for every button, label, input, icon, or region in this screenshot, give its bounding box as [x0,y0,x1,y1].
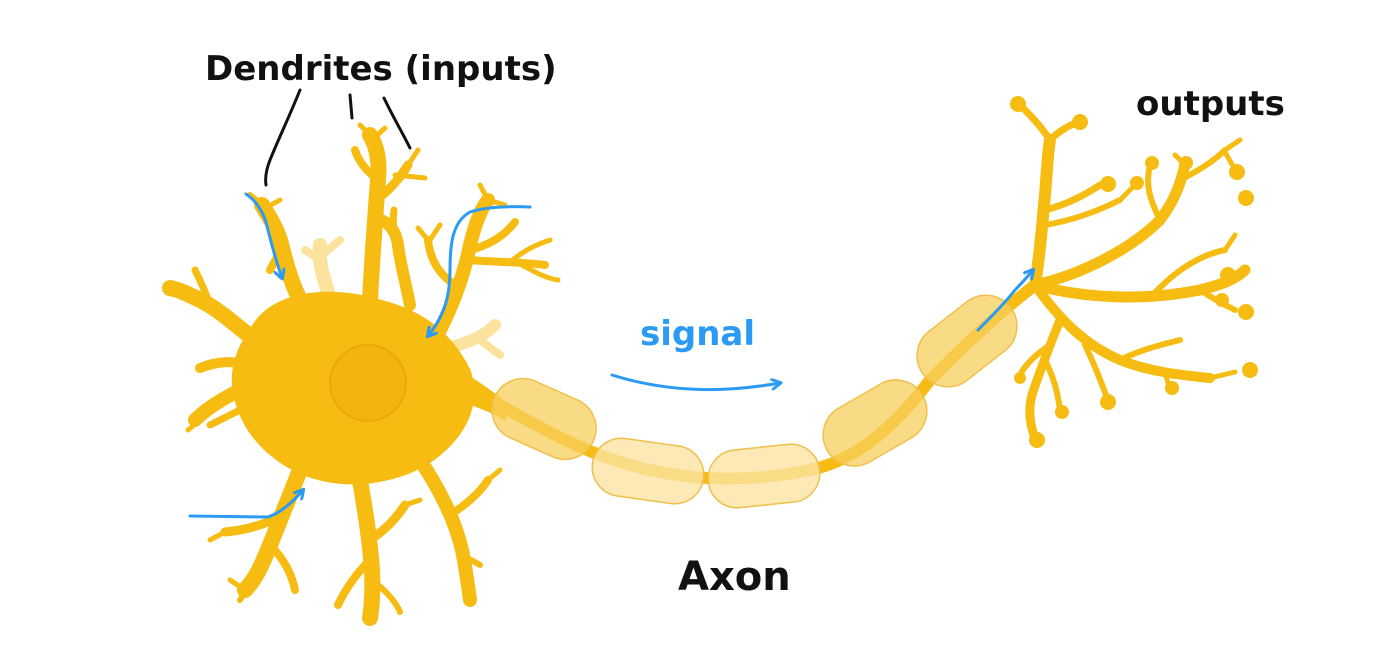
pointer-line [348,93,354,120]
signal-arrows [188,192,1033,519]
signal-label: signal [640,314,755,354]
pointer-line [264,88,302,187]
signal-arrow [610,373,780,392]
axon-label: Axon [678,554,791,600]
dendrites-label: Dendrites (inputs) [205,49,557,89]
myelin-sheath [822,379,928,467]
terminal-bulbs [1010,96,1258,448]
pointer-line [382,96,412,150]
nucleus [329,344,407,422]
myelin-sheaths [491,294,1018,509]
output-arrow [976,270,1033,332]
myelin-sheath [591,437,705,505]
outputs-label: outputs [1136,84,1285,124]
input-arrow [244,192,282,278]
myelin-sheath [491,377,597,461]
input-arrow [188,490,303,519]
axon-terminals [1016,101,1251,443]
myelin-sheath [916,294,1018,388]
axon-group [474,279,1041,509]
myelin-sheath [707,443,821,509]
label-pointer-lines [264,88,412,187]
input-arrow [428,205,532,336]
